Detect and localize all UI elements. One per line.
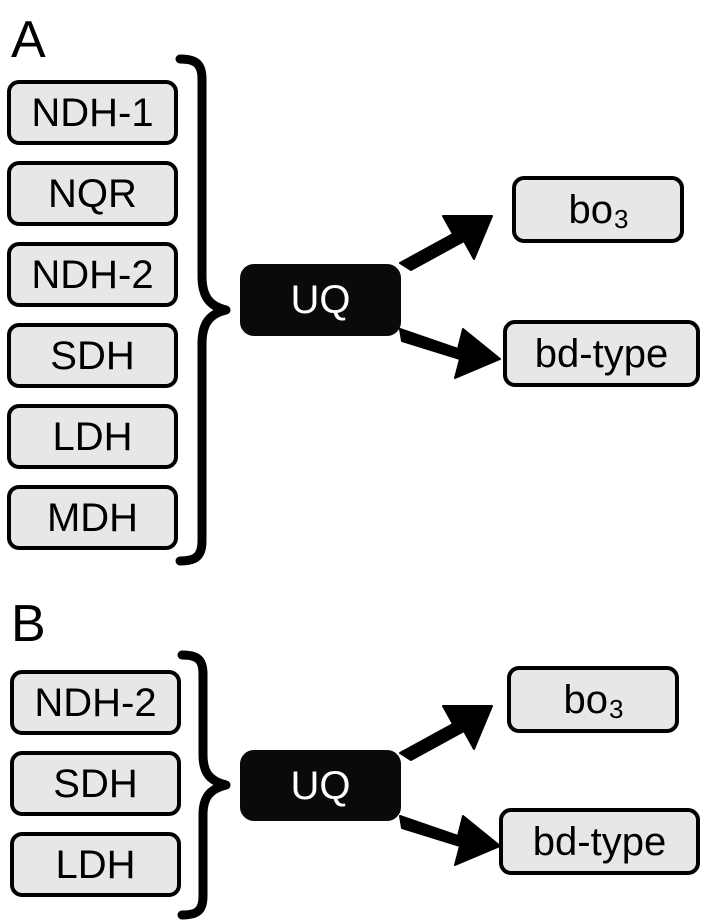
acceptor-label: bd-type <box>532 819 667 864</box>
hub-box-uq[interactable]: UQ <box>240 750 401 821</box>
donor-box-ndh-1[interactable]: NDH-1 <box>7 80 178 145</box>
acceptor-label: bo <box>568 187 614 232</box>
hub-label: UQ <box>290 278 351 322</box>
arrow-uq-to-bo3 <box>399 215 493 271</box>
donor-box-sdh[interactable]: SDH <box>7 323 178 388</box>
donor-label: MDH <box>46 495 139 540</box>
arrow-uq-to-bo3 <box>399 705 493 761</box>
acceptor-box-bd-type[interactable]: bd-type <box>503 320 700 387</box>
donor-label: NDH-1 <box>31 90 154 135</box>
donor-box-mdh[interactable]: MDH <box>7 485 178 550</box>
acceptor-box-bd-type[interactable]: bd-type <box>499 808 700 875</box>
donor-box-sdh[interactable]: SDH <box>10 751 181 816</box>
donor-box-ndh-2[interactable]: NDH-2 <box>7 242 178 307</box>
donor-label: SDH <box>53 761 138 806</box>
donor-box-nqr[interactable]: NQR <box>7 161 178 226</box>
acceptor-label: bo <box>563 677 609 722</box>
panel-a: A NDH-1 NQR NDH-2 SDH LDH MDH UQ <box>7 11 700 566</box>
donor-box-ldh[interactable]: LDH <box>10 832 181 897</box>
acceptor-label: bd-type <box>534 331 669 376</box>
donor-box-ldh[interactable]: LDH <box>7 404 178 469</box>
donor-brace <box>177 650 231 920</box>
donor-label: NDH-2 <box>34 680 157 725</box>
donor-label: SDH <box>50 333 135 378</box>
donor-brace <box>175 54 231 566</box>
donor-label: NQR <box>48 171 137 216</box>
acceptor-label-subscript: 3 <box>614 203 629 234</box>
arrow-uq-to-bd-type <box>399 328 501 379</box>
arrow-uq-to-bd-type <box>399 815 501 866</box>
acceptor-label-subscript: 3 <box>609 693 624 724</box>
donor-box-ndh-2[interactable]: NDH-2 <box>10 670 181 735</box>
donor-label: LDH <box>55 842 136 887</box>
hub-box-uq[interactable]: UQ <box>240 264 401 336</box>
panel-a-letter: A <box>11 11 46 69</box>
hub-label: UQ <box>290 763 351 808</box>
panel-b-letter: B <box>11 595 46 653</box>
donor-label: LDH <box>52 414 133 459</box>
donor-label: NDH-2 <box>31 252 154 297</box>
